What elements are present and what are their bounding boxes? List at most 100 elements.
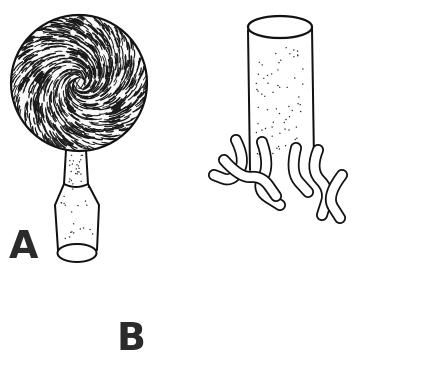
stipple-dot — [293, 56, 294, 57]
stipple-dot — [267, 83, 268, 84]
stalk-a-left-edge — [55, 150, 66, 250]
stipple-dot — [77, 171, 78, 172]
stipple-dot — [89, 229, 90, 230]
stipple-dot — [256, 132, 257, 133]
stipple-dot — [81, 181, 82, 182]
cap-swirl-stroke — [63, 61, 71, 62]
stipple-dot — [294, 77, 295, 78]
stipple-dot — [278, 62, 279, 63]
cap-swirl-stroke — [106, 131, 113, 132]
stipple-dot — [293, 49, 294, 50]
stipple-dot — [70, 232, 71, 233]
stipple-dot — [69, 181, 70, 182]
stipple-dot — [80, 159, 81, 160]
stipple-dot — [271, 73, 272, 74]
stipple-dot — [265, 128, 266, 129]
stipple-dot — [288, 106, 289, 107]
stipple-dot — [73, 160, 74, 161]
stipple-dot — [65, 238, 66, 239]
stipple-dot — [280, 60, 281, 61]
stipple-dot — [72, 188, 73, 189]
panel-label-b: B — [117, 318, 146, 356]
stipple-dot — [277, 85, 278, 86]
stipple-dot — [80, 173, 81, 174]
stipple-dot — [292, 110, 293, 111]
stipple-dot — [88, 187, 89, 188]
stipple-dot — [267, 75, 268, 76]
stipple-dot — [284, 122, 285, 123]
stipple-dot — [273, 122, 274, 123]
stipple-dot — [71, 171, 72, 172]
stipple-dot — [263, 78, 264, 79]
stipple-dot — [78, 171, 79, 172]
stipple-dot — [262, 64, 263, 65]
stipple-dot — [279, 148, 280, 149]
stipple-dot — [258, 74, 259, 75]
stipple-dot — [75, 173, 76, 174]
stipple-dot — [71, 180, 72, 181]
stipple-dot — [288, 129, 289, 130]
panel-label-a: A — [9, 226, 38, 264]
stipple-dot — [300, 104, 301, 105]
stipple-dot — [69, 165, 70, 166]
stipple-dot — [77, 205, 78, 206]
stipple-dot — [264, 96, 265, 97]
stipple-dot — [296, 126, 297, 127]
stipple-dot — [272, 136, 273, 137]
stipple-dot — [69, 178, 70, 179]
stipple-dot — [80, 228, 81, 229]
stipple-dot — [276, 108, 277, 109]
stipple-dot — [257, 153, 258, 154]
stipple-dot — [261, 93, 262, 94]
cap-swirl-stroke — [59, 46, 66, 47]
stipple-dot — [72, 163, 73, 164]
stipple-dot — [86, 205, 87, 206]
stipple-dot — [302, 68, 303, 69]
stipple-dot — [285, 145, 286, 146]
stalk-b-right-edge — [312, 28, 314, 160]
stipple-dot — [297, 55, 298, 56]
stipple-dot — [275, 53, 276, 54]
stipple-dot — [272, 92, 273, 93]
stipple-dot — [76, 168, 77, 169]
stipple-dot — [256, 83, 257, 84]
stipple-dot — [76, 164, 77, 165]
stipple-dot — [284, 128, 285, 129]
stipple-dot — [92, 233, 93, 234]
stipple-dot — [71, 211, 72, 212]
stipple-dot — [258, 107, 259, 108]
stipple-dot — [85, 200, 86, 201]
stipple-dot — [72, 183, 73, 184]
stipple-dot — [278, 146, 279, 147]
stalk-a-end — [58, 244, 97, 262]
stipple-dot — [69, 236, 70, 237]
stipple-dot — [81, 155, 82, 156]
stipple-dot — [276, 148, 277, 149]
stipple-dot — [256, 89, 257, 90]
stipple-dot — [272, 153, 273, 154]
stipple-dot — [63, 203, 64, 204]
cap-swirl-stroke — [26, 113, 27, 120]
stipple-dot — [257, 90, 258, 91]
stipple-dot — [286, 47, 287, 48]
stalk-a-ring — [64, 184, 88, 187]
stipple-dot — [69, 160, 70, 161]
stipple-dot — [73, 232, 74, 233]
stipple-dot — [61, 202, 62, 203]
stipple-dot — [261, 129, 262, 130]
cap-swirl-stroke — [125, 55, 126, 63]
stipple-dot — [71, 155, 72, 156]
stipple-dot — [297, 50, 298, 51]
stipple-dot — [78, 165, 79, 166]
stipple-dot — [65, 205, 66, 206]
stipple-dot — [83, 227, 84, 228]
tangle-b-mass — [167, 171, 402, 340]
stipple-dot — [77, 173, 78, 174]
stipple-dot — [279, 87, 280, 88]
stipple-dot — [289, 53, 290, 54]
stipple-dot — [279, 113, 280, 114]
panel-b-drawing — [167, 16, 402, 340]
stipple-dot — [277, 69, 278, 70]
